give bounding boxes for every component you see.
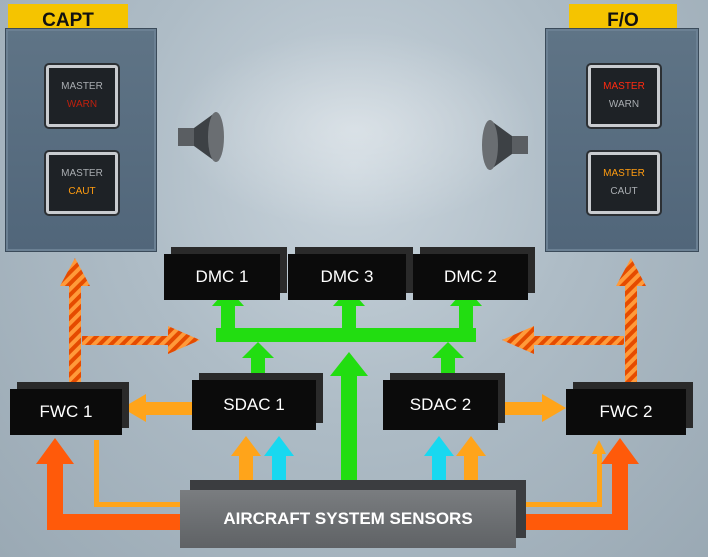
left-loudspeaker-icon	[178, 112, 224, 162]
capt-master-caut-bottom: CAUT	[68, 186, 96, 197]
fo-master-warn-top: MASTER	[603, 81, 645, 92]
sdac1-box: SDAC 1	[192, 380, 316, 430]
fo-master-caut-top: MASTER	[603, 168, 645, 179]
fwc1-box: FWC 1	[10, 389, 122, 435]
fo-master-caut-bottom: CAUT	[610, 186, 638, 197]
right-loudspeaker-icon	[482, 120, 528, 170]
sdac2-box: SDAC 2	[383, 380, 498, 430]
green-bus	[212, 288, 482, 488]
orange-sdac-fwc-arrows	[122, 394, 566, 422]
fo-master-warn-button[interactable]: MASTER WARN	[588, 65, 660, 127]
capt-master-caut-top: MASTER	[61, 168, 103, 179]
aircraft-system-sensors-box: AIRCRAFT SYSTEM SENSORS	[180, 490, 516, 548]
red-orange-arrows	[36, 438, 639, 530]
hatched-arrows	[60, 258, 646, 384]
capt-panel: MASTER WARN MASTER CAUT	[5, 28, 157, 252]
fo-master-caut-button[interactable]: MASTER CAUT	[588, 152, 660, 214]
fo-master-warn-bottom: WARN	[608, 99, 640, 110]
dmc3-box: DMC 3	[288, 254, 406, 300]
dmc2-box: DMC 2	[413, 254, 528, 300]
dmc1-box: DMC 1	[164, 254, 280, 300]
sensor-sdac-arrows	[231, 436, 486, 492]
capt-master-caut-button[interactable]: MASTER CAUT	[46, 152, 118, 214]
thin-orange-lines	[94, 440, 606, 507]
background-cockpit	[170, 30, 540, 230]
fo-panel: MASTER WARN MASTER CAUT	[545, 28, 699, 252]
capt-master-warn-button[interactable]: MASTER WARN	[46, 65, 118, 127]
fwc2-box: FWC 2	[566, 389, 686, 435]
capt-master-warn-bottom: WARN	[66, 99, 98, 110]
capt-master-warn-top: MASTER	[61, 81, 103, 92]
